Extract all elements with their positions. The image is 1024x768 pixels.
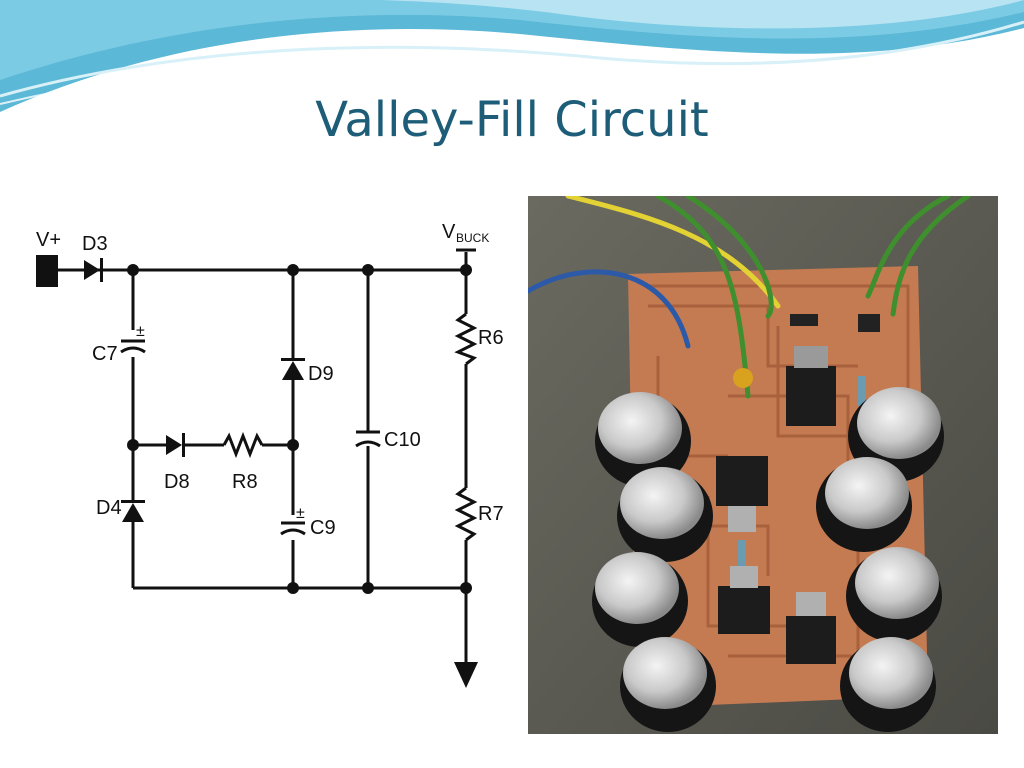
label-vbuck-sub: BUCK <box>456 231 489 245</box>
label-d4: D4 <box>96 497 122 519</box>
label-vplus: V+ <box>36 229 61 251</box>
header-wave-decoration <box>0 0 1024 112</box>
pcb-illustration <box>528 196 998 734</box>
label-vbuck: V <box>442 221 456 243</box>
prototype-board-photo <box>528 196 998 734</box>
label-c9: C9 <box>310 517 336 539</box>
label-d3: D3 <box>82 233 108 255</box>
label-r6: R6 <box>478 327 504 349</box>
label-c7-polarity: ± <box>136 323 145 340</box>
label-d8: D8 <box>164 471 190 493</box>
label-c9-polarity: ± <box>296 505 305 522</box>
label-c7: C7 <box>92 343 118 365</box>
valley-fill-schematic: V+ D3 V BUCK C7 ± D4 D8 R8 D9 C9 ± C10 R… <box>36 221 504 688</box>
label-c10: C10 <box>384 429 421 451</box>
label-r7: R7 <box>478 503 504 525</box>
label-d9: D9 <box>308 363 334 385</box>
slide-title: Valley-Fill Circuit <box>315 92 709 148</box>
label-r8: R8 <box>232 471 258 493</box>
